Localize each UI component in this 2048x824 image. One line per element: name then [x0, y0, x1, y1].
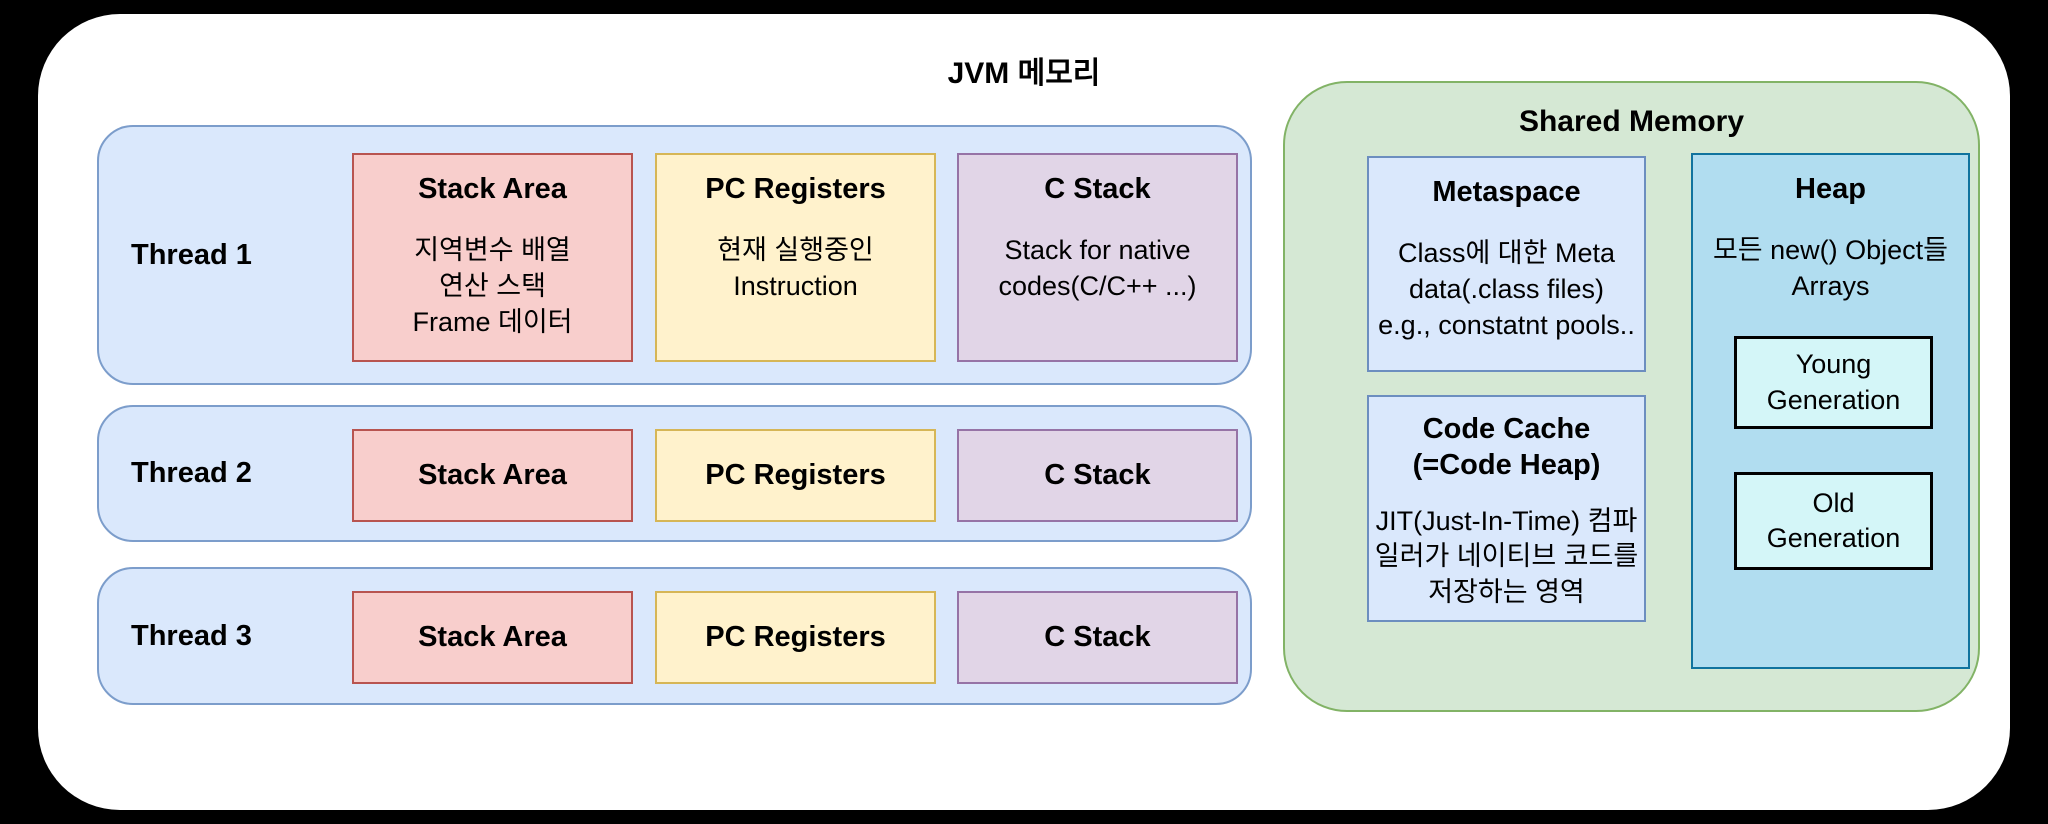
c-stack-title: C Stack: [1044, 459, 1151, 492]
thread-1-stack-area-box: Stack Area 지역변수 배열 연산 스택 Frame 데이터: [352, 153, 633, 362]
thread-1-label: Thread 1: [131, 238, 252, 271]
code-cache-box: Code Cache (=Code Heap) JIT(Just-In-Time…: [1367, 395, 1646, 622]
young-generation-box: Young Generation: [1734, 336, 1933, 429]
thread-1-row: Thread 1 Stack Area 지역변수 배열 연산 스택 Frame …: [97, 125, 1252, 385]
code-cache-body: JIT(Just-In-Time) 컴파 일러가 네이티브 코드를 저장하는 영…: [1374, 505, 1639, 607]
thread-2-stack-area-box: Stack Area: [352, 429, 633, 522]
stack-area-title: Stack Area: [418, 173, 567, 205]
metaspace-box: Metaspace Class에 대한 Meta data(.class fil…: [1367, 156, 1646, 372]
pc-registers-title: PC Registers: [705, 621, 886, 654]
jvm-memory-frame: JVM 메모리 Thread 1 Stack Area 지역변수 배열 연산 스…: [38, 14, 2010, 810]
page-title: JVM 메모리: [947, 57, 1101, 90]
thread-2-row: Thread 2 Stack Area PC Registers C Stack: [97, 405, 1252, 542]
thread-3-c-stack-box: C Stack: [957, 591, 1238, 684]
thread-2-pc-registers-box: PC Registers: [655, 429, 936, 522]
pc-registers-body: 현재 실행중인 Instruction: [717, 235, 874, 301]
pc-registers-title: PC Registers: [705, 173, 886, 205]
stack-area-title: Stack Area: [418, 459, 567, 492]
thread-3-row: Thread 3 Stack Area PC Registers C Stack: [97, 567, 1252, 705]
heap-box: Heap 모든 new() Object들 Arrays Young Gener…: [1691, 153, 1970, 669]
shared-memory-container: Shared Memory Metaspace Class에 대한 Meta d…: [1283, 81, 1980, 712]
thread-2-c-stack-box: C Stack: [957, 429, 1238, 522]
code-cache-title: Code Cache (=Code Heap): [1412, 413, 1601, 482]
shared-memory-title: Shared Memory: [1518, 105, 1745, 138]
thread-1-pc-registers-box: PC Registers 현재 실행중인 Instruction: [655, 153, 936, 362]
thread-2-label: Thread 2: [131, 457, 252, 489]
stack-area-body: 지역변수 배열 연산 스택 Frame 데이터: [412, 235, 573, 337]
c-stack-title: C Stack: [1044, 621, 1151, 654]
metaspace-body: Class에 대한 Meta data(.class files) e.g., …: [1378, 238, 1635, 340]
pc-registers-title: PC Registers: [705, 459, 886, 492]
thread-3-pc-registers-box: PC Registers: [655, 591, 936, 684]
thread-3-stack-area-box: Stack Area: [352, 591, 633, 684]
c-stack-title: C Stack: [1044, 173, 1151, 205]
c-stack-body: Stack for native codes(C/C++ ...): [998, 235, 1197, 301]
stack-area-title: Stack Area: [418, 621, 567, 654]
metaspace-title: Metaspace: [1432, 176, 1581, 208]
thread-3-label: Thread 3: [131, 619, 252, 652]
heap-body: 모든 new() Object들 Arrays: [1712, 235, 1949, 301]
old-generation-box: Old Generation: [1734, 472, 1933, 570]
thread-1-c-stack-box: C Stack Stack for native codes(C/C++ ...…: [957, 153, 1238, 362]
heap-title: Heap: [1795, 173, 1866, 205]
